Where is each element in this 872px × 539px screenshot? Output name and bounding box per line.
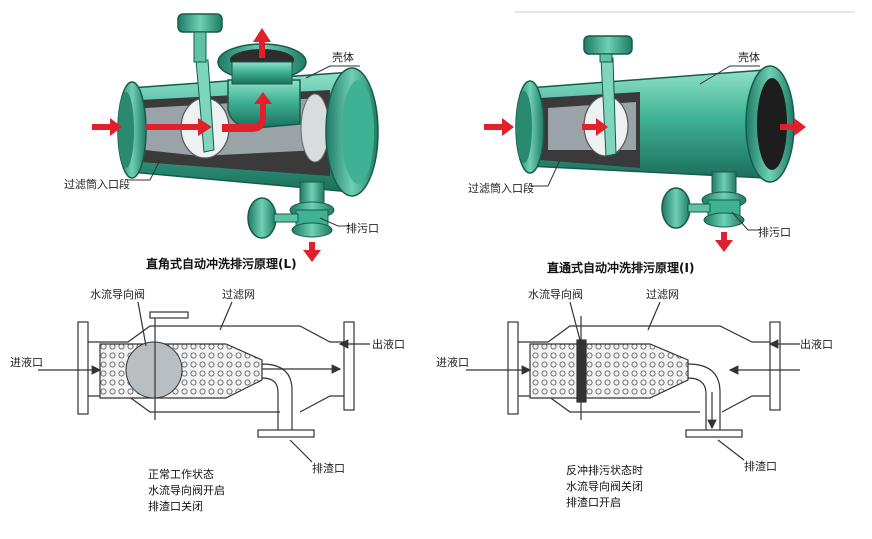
label-inlet-right: 进液口 (436, 355, 469, 369)
label-inlet-left: 进液口 (10, 355, 43, 369)
status-normal-line-2: 水流导向阀开启 (148, 483, 225, 497)
label-shell-left: 壳体 (332, 50, 354, 64)
straight-type-illustration (484, 35, 806, 252)
label-outlet-right: 出液口 (800, 337, 833, 351)
label-drain-left: 排污口 (346, 221, 379, 235)
label-inlet-section-left: 过滤筒入口段 (64, 177, 130, 191)
label-outlet-left: 出液口 (372, 337, 405, 351)
label-slag-right: 排渣口 (744, 459, 777, 473)
title-straight-type: 直通式自动冲洗排污原理(I) (547, 260, 694, 275)
label-shell-right: 壳体 (738, 50, 760, 64)
title-angle-type: 直角式自动冲洗排污原理(L) (146, 256, 297, 271)
label-drain-right: 排污口 (758, 225, 791, 239)
label-slag-left: 排渣口 (312, 461, 345, 475)
label-valve-right: 水流导向阀 (528, 287, 583, 301)
label-mesh-left: 过滤网 (222, 288, 255, 301)
angle-type-illustration (92, 13, 379, 262)
backwash-schematic (466, 301, 800, 461)
label-valve-left: 水流导向阀 (90, 287, 145, 301)
label-inlet-section-right: 过滤筒入口段 (468, 181, 534, 195)
status-backwash-line-2: 水流导向阀关闭 (566, 479, 643, 493)
status-normal-line-3: 排渣口关闭 (148, 499, 203, 513)
status-backwash-line-3: 排渣口开启 (566, 495, 621, 509)
status-normal-line-1: 正常工作状态 (148, 467, 214, 481)
status-backwash-line-1: 反冲排污状态时 (566, 463, 643, 477)
normal-working-schematic (38, 301, 370, 463)
label-mesh-right: 过滤网 (646, 288, 679, 301)
